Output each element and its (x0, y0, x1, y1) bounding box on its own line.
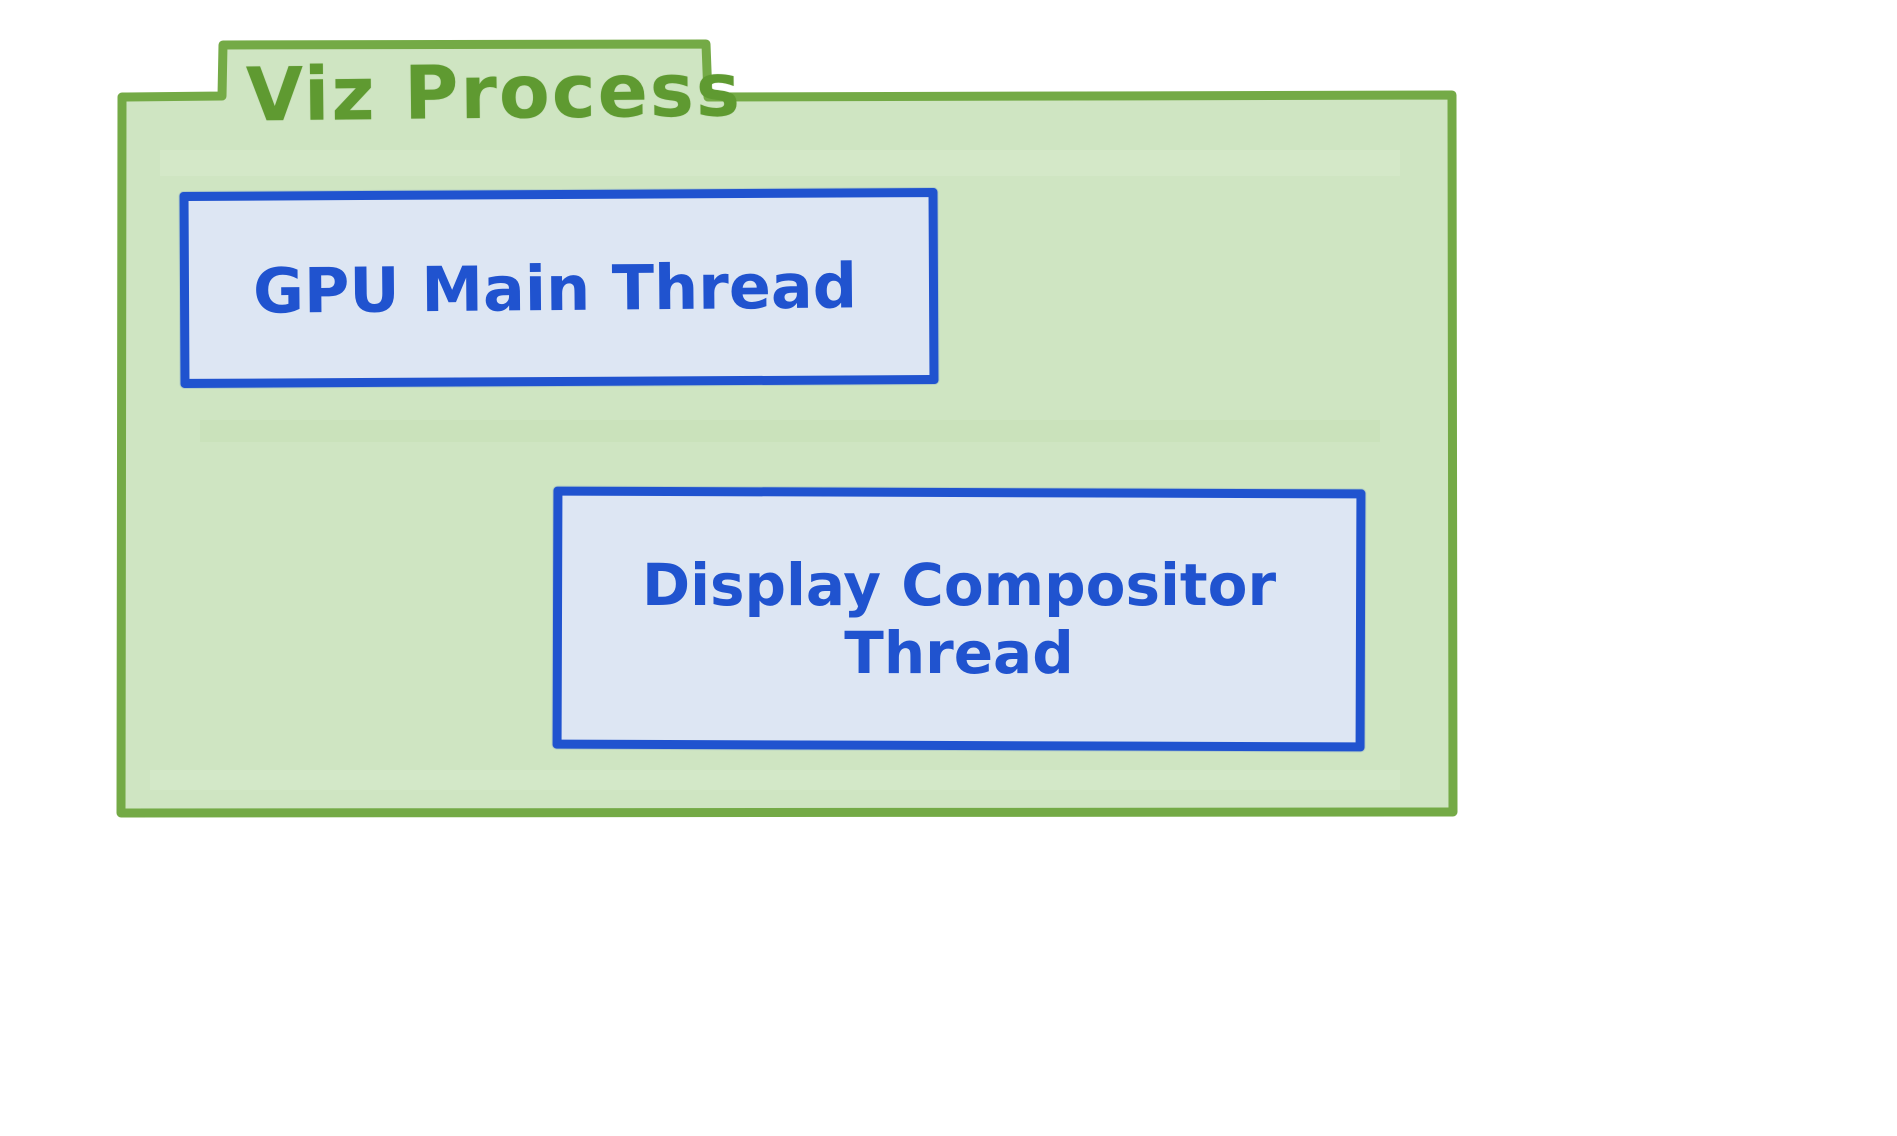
marker-streak (150, 770, 1400, 790)
gpu-main-thread-label: GPU Main Thread (252, 248, 858, 328)
display-compositor-thread-label: Display Compositor Thread (641, 550, 1277, 687)
gpu-main-thread-box: GPU Main Thread (179, 188, 939, 388)
marker-streak (200, 420, 1380, 442)
diagram-title: Viz Process (245, 47, 743, 139)
display-compositor-thread-box: Display Compositor Thread (552, 486, 1366, 752)
marker-streak (160, 150, 1400, 176)
